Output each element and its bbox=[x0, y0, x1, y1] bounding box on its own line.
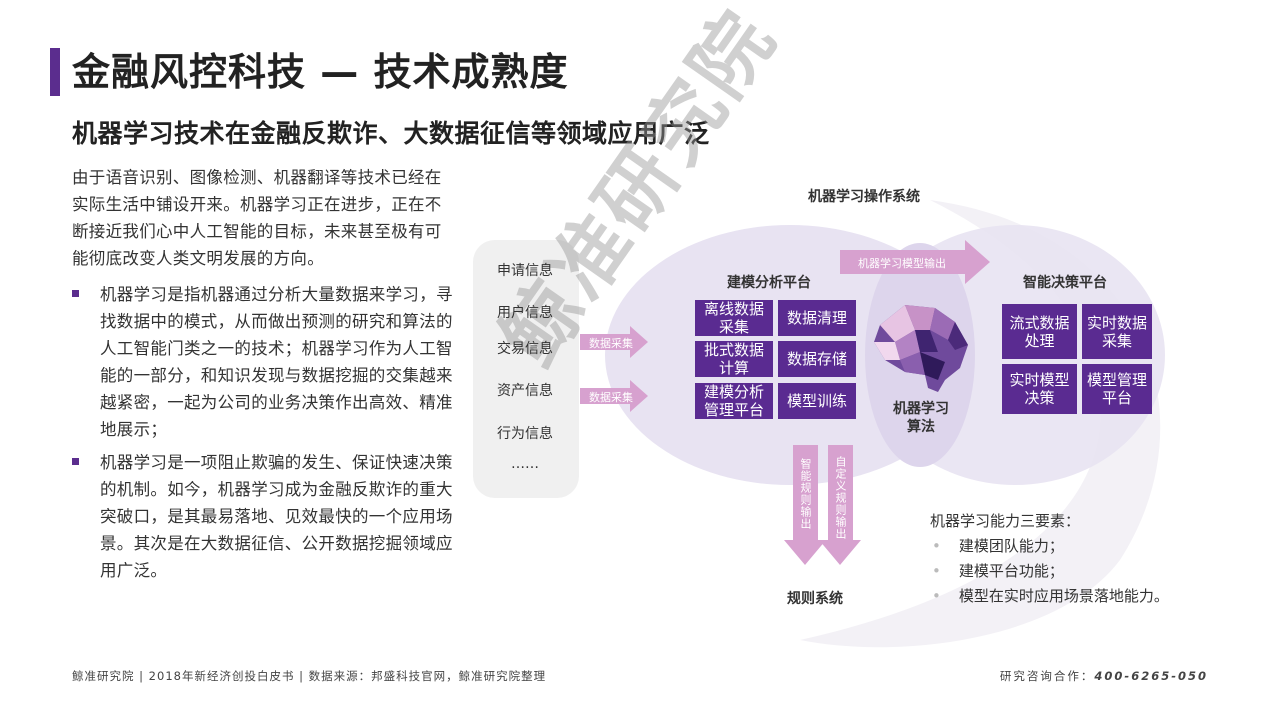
system-title: 机器学习操作系统 bbox=[808, 189, 920, 205]
bullet-item: 机器学习是一项阻止欺骗的发生、保证快速决策的机制。如今，机器学习成为金融反欺诈的… bbox=[72, 449, 457, 584]
footer-contact-label: 研究咨询合作： bbox=[999, 669, 1095, 683]
down-arrow-2 bbox=[819, 445, 861, 565]
collect-arrow-label: 数据采集 bbox=[589, 391, 633, 404]
model-output-label: 机器学习模型输出 bbox=[858, 257, 946, 270]
down-arrow-label: 自定义规则输出 bbox=[834, 456, 847, 540]
right-platform-title: 智能决策平台 bbox=[1023, 275, 1107, 291]
collect-arrow-label: 数据采集 bbox=[589, 337, 633, 350]
bullet-dot-icon: • bbox=[932, 587, 941, 605]
platform-box: 建模分析管理平台 bbox=[695, 383, 773, 419]
platform-box: 流式数据处理 bbox=[1002, 304, 1077, 359]
requirement-text: 模型在实时应用场景落地能力。 bbox=[958, 587, 1169, 605]
title-accent-bar bbox=[50, 48, 60, 96]
platform-box: 数据存储 bbox=[778, 341, 856, 377]
platform-box: 模型管理平台 bbox=[1082, 364, 1152, 414]
platform-box: 数据清理 bbox=[778, 300, 856, 336]
requirement-text: 建模平台功能； bbox=[958, 562, 1064, 580]
center-title-line2: 算法 bbox=[907, 419, 935, 435]
down-arrow-label: 智能规则输出 bbox=[799, 458, 812, 530]
bullet-square-icon bbox=[72, 458, 79, 465]
requirement-item: • 建模平台功能； bbox=[932, 560, 1064, 581]
footer-phone: 400-6265-050 bbox=[1094, 669, 1208, 683]
bullet-square-icon bbox=[72, 290, 79, 297]
bullet-dot-icon: • bbox=[932, 537, 941, 555]
input-item: 申请信息 bbox=[497, 263, 553, 279]
collect-arrow-1 bbox=[580, 326, 648, 358]
input-item: 用户信息 bbox=[497, 305, 553, 321]
input-item: 行为信息 bbox=[497, 426, 553, 442]
platform-box: 模型训练 bbox=[778, 383, 856, 419]
platform-box: 实时数据采集 bbox=[1082, 304, 1152, 359]
input-item: 交易信息 bbox=[497, 341, 553, 357]
left-platform-title: 建模分析平台 bbox=[727, 275, 811, 291]
bullet-text: 机器学习是一项阻止欺骗的发生、保证快速决策的机制。如今，机器学习成为金融反欺诈的… bbox=[100, 453, 453, 580]
down-arrow-1 bbox=[784, 445, 826, 565]
page-title: 金融风控科技 — 技术成熟度 bbox=[72, 50, 569, 94]
collect-arrow-2 bbox=[580, 380, 648, 412]
requirement-item: • 模型在实时应用场景落地能力。 bbox=[932, 585, 1169, 606]
requirements-title: 机器学习能力三要素： bbox=[930, 512, 1081, 530]
requirement-item: • 建模团队能力； bbox=[932, 535, 1064, 556]
model-output-arrow bbox=[840, 240, 990, 284]
footer-source: 鲸准研究院 | 2018年新经济创投白皮书 | 数据来源：邦盛科技官网，鲸准研究… bbox=[72, 669, 547, 683]
footer-contact: 研究咨询合作：400-6265-050 bbox=[1000, 668, 1208, 684]
rules-system-label: 规则系统 bbox=[787, 591, 843, 607]
input-panel bbox=[473, 240, 579, 498]
page-subtitle: 机器学习技术在金融反欺诈、大数据征信等领域应用广泛 bbox=[72, 119, 710, 148]
center-title-line1: 机器学习 bbox=[893, 401, 949, 417]
bullet-text: 机器学习是指机器通过分析大量数据来学习，寻找数据中的模式，从而做出预测的研究和算… bbox=[100, 285, 453, 439]
platform-box: 实时模型决策 bbox=[1002, 364, 1077, 414]
platform-box: 离线数据采集 bbox=[695, 300, 773, 336]
bullet-item: 机器学习是指机器通过分析大量数据来学习，寻找数据中的模式，从而做出预测的研究和算… bbox=[72, 281, 457, 443]
platform-box: 批式数据计算 bbox=[695, 341, 773, 377]
bullet-dot-icon: • bbox=[932, 562, 941, 580]
input-item: …… bbox=[511, 456, 539, 472]
requirement-text: 建模团队能力； bbox=[958, 537, 1064, 555]
input-item: 资产信息 bbox=[497, 383, 553, 399]
brain-icon bbox=[874, 305, 968, 392]
intro-paragraph: 由于语音识别、图像检测、机器翻译等技术已经在实际生活中铺设开来。机器学习正在进步… bbox=[72, 168, 442, 268]
